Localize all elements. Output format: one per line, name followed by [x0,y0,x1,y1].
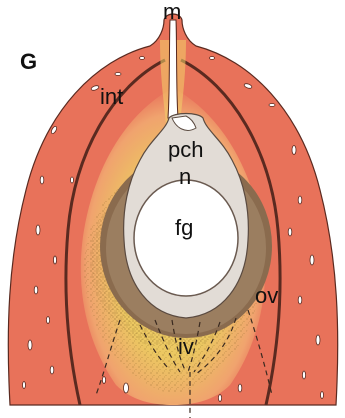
label-female-gametophyte: fg [175,215,193,240]
label-ovule: ov [255,283,278,308]
label-integumentary-vasculature: iv [178,334,194,359]
panel-letter: G [20,49,37,74]
label-nucellus: n [179,164,191,189]
label-integument: int [100,84,123,109]
label-micropyle: m [163,0,181,24]
label-pollen-chamber: pch [168,137,203,162]
